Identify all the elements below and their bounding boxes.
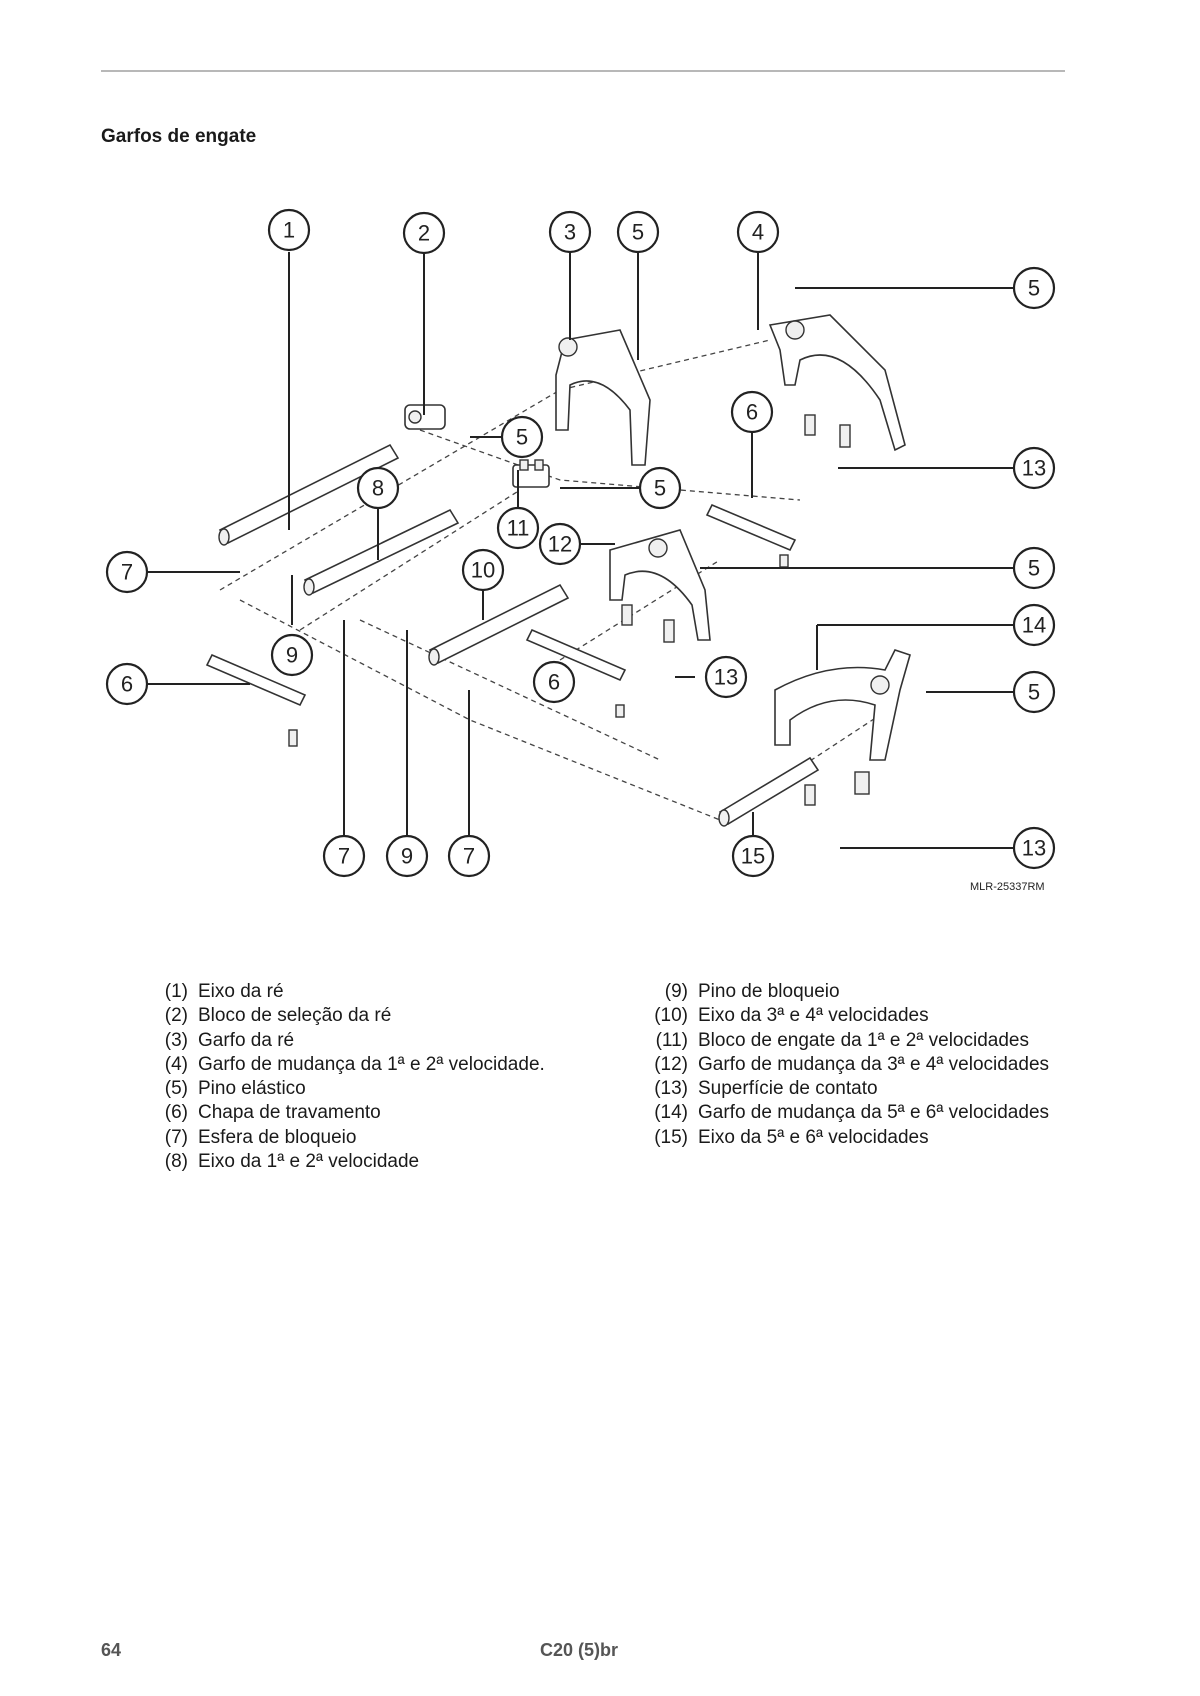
svg-text:7: 7: [463, 844, 475, 869]
callout-13b: 13: [704, 655, 748, 699]
legend-item: (2)Bloco de seleção da ré: [164, 1005, 392, 1027]
svg-text:13: 13: [1022, 836, 1046, 861]
svg-text:10: 10: [471, 558, 495, 583]
svg-text:4: 4: [752, 220, 764, 245]
callout-9a: 9: [270, 633, 314, 677]
leader-lines: [147, 252, 1014, 849]
callout-13c: 13: [1012, 826, 1056, 870]
svg-text:9: 9: [401, 844, 413, 869]
header-rule: [101, 70, 1065, 72]
legend-item: (4)Garfo de mudança da 1ª e 2ª velocidad…: [164, 1053, 545, 1075]
callout-2: 2: [402, 211, 446, 255]
svg-text:6: 6: [548, 670, 560, 695]
legend-item: (5)Pino elástico: [164, 1078, 306, 1100]
legend-item: (15)Eixo da 5ª e 6ª velocidades: [654, 1126, 929, 1148]
exploded-diagram: 1 2 3 5 4 5 5 6 5 13 8 11 12 7 10 5 14 9…: [0, 200, 1200, 980]
svg-text:5: 5: [1028, 276, 1040, 301]
svg-text:2: 2: [418, 221, 430, 246]
svg-text:12: 12: [548, 532, 572, 557]
callout-10: 10: [461, 548, 505, 592]
document-code: C20 (5)br: [540, 1640, 619, 1660]
callout-5c: 5: [500, 415, 544, 459]
callout-7a: 7: [105, 550, 149, 594]
svg-text:7: 7: [121, 560, 133, 585]
callout-6a: 6: [730, 390, 774, 434]
legend-item: (12)Garfo de mudança da 3ª e 4ª velocida…: [654, 1053, 1050, 1075]
callout-5b: 5: [1012, 266, 1056, 310]
svg-text:14: 14: [1022, 613, 1046, 638]
callout-6c: 6: [532, 660, 576, 704]
svg-text:13: 13: [1022, 456, 1046, 481]
svg-text:5: 5: [632, 220, 644, 245]
svg-text:11: 11: [507, 516, 530, 541]
callout-5e: 5: [1012, 546, 1056, 590]
callout-5f: 5: [1012, 670, 1056, 714]
svg-text:5: 5: [516, 425, 528, 450]
svg-text:3: 3: [564, 220, 576, 245]
legend-item: (9)Pino de bloqueio: [664, 981, 840, 1002]
callout-3: 3: [548, 210, 592, 254]
callout-15: 15: [731, 834, 775, 878]
legend-right: (9)Pino de bloqueio (10)Eixo da 3ª e 4ª …: [640, 980, 1049, 1150]
svg-text:8: 8: [372, 476, 384, 501]
fork-5-6: [774, 649, 911, 806]
svg-text:15: 15: [741, 844, 765, 869]
svg-text:1: 1: [283, 218, 295, 243]
legend-item: (8)Eixo da 1ª e 2ª velocidade: [164, 1151, 420, 1173]
lock-plate-c: [205, 653, 307, 747]
legend-item: (14)Garfo de mudança da 5ª e 6ª velocida…: [654, 1102, 1050, 1124]
svg-text:7: 7: [338, 844, 350, 869]
legend-item: (13)Superfície de contato: [654, 1078, 878, 1100]
callout-8: 8: [356, 466, 400, 510]
callout-5a: 5: [616, 210, 660, 254]
svg-text:6: 6: [121, 672, 133, 697]
callout-1: 1: [267, 208, 311, 252]
figure-code: MLR-25337RM: [970, 881, 1045, 893]
callout-14: 14: [1012, 603, 1056, 647]
fork-1-2: [768, 314, 906, 452]
legend-item: (11)Bloco de engate da 1ª e 2ª velocidad…: [655, 1029, 1029, 1051]
callout-6b: 6: [105, 662, 149, 706]
svg-text:5: 5: [654, 476, 666, 501]
lock-plate-b: [525, 628, 627, 718]
callout-13a: 13: [1012, 446, 1056, 490]
legend-item: (1)Eixo da ré: [164, 981, 284, 1002]
callout-12: 12: [538, 522, 582, 566]
reverse-fork: [555, 329, 651, 466]
engage-block-1-2: [512, 459, 550, 488]
svg-text:5: 5: [1028, 680, 1040, 705]
legend-item: (10)Eixo da 3ª e 4ª velocidades: [654, 1005, 929, 1027]
shaft-10: [428, 583, 570, 666]
fork-3-4: [609, 529, 711, 643]
shaft-15: [718, 756, 820, 827]
svg-text:13: 13: [714, 665, 738, 690]
lock-plate-a: [705, 503, 797, 568]
callout-7b: 7: [322, 834, 366, 878]
callout-5d: 5: [638, 466, 682, 510]
shaft-8: [303, 508, 460, 596]
svg-text:9: 9: [286, 643, 298, 668]
legend-item: (3)Garfo da ré: [164, 1029, 295, 1051]
page-number: 64: [101, 1640, 122, 1660]
legend-item: (7)Esfera de bloqueio: [164, 1126, 357, 1148]
shaft-1: [218, 443, 400, 546]
callout-11: 11: [496, 506, 540, 550]
svg-text:5: 5: [1028, 556, 1040, 581]
legend-item: (6)Chapa de travamento: [164, 1102, 381, 1124]
callout-7c: 7: [447, 834, 491, 878]
section-title: Garfos de engate: [101, 126, 257, 147]
callout-4: 4: [736, 210, 780, 254]
legend-left: (1)Eixo da ré (2)Bloco de seleção da ré …: [150, 980, 545, 1174]
svg-text:6: 6: [746, 400, 758, 425]
callout-9b: 9: [385, 834, 429, 878]
